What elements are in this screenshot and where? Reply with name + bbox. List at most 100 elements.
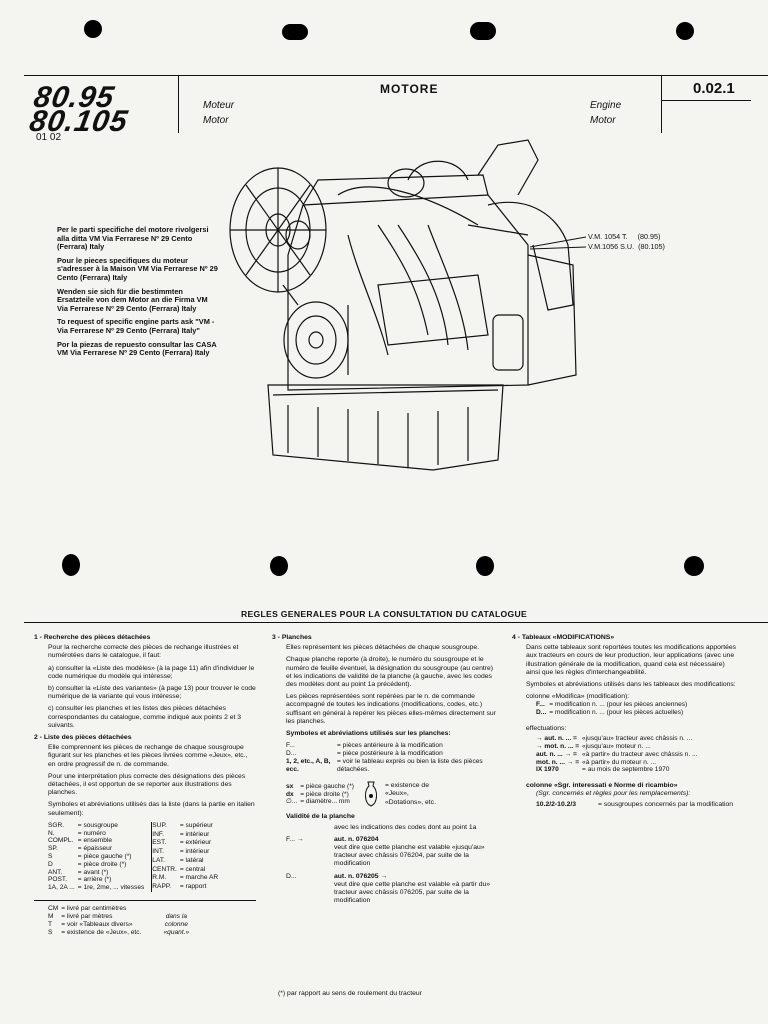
- french-title: Moteur Motor: [203, 98, 234, 128]
- callout-lines: [530, 236, 587, 250]
- french-title-1: Moteur: [203, 100, 235, 111]
- header-divider-right: [661, 75, 662, 133]
- sgr-item: 10.2/2-10.2/3 = sousgroupes concernés pa…: [512, 801, 740, 809]
- section-1-title: 1 - Recherche des pièces détachées: [34, 634, 151, 641]
- abbr-row: 1A, 2A ...= 1re, 2me, ... vitesses: [48, 884, 147, 892]
- quantity-column-note: dans la colonne «quant.»: [163, 913, 190, 937]
- symbol-value: = pièce gauche (*): [300, 782, 354, 790]
- eff-value: = au mois de septembre 1970: [582, 766, 670, 774]
- section-3-p2: Chaque planche reporte (à droite), le nu…: [286, 656, 494, 689]
- abbr-value: = marche AR: [179, 874, 219, 882]
- section-3-p1: Elles représentent les pièces détachées …: [286, 644, 480, 652]
- abbr-row: INF. = intérieur: [152, 831, 222, 840]
- validity-head: aut. n. 076205 →: [334, 872, 388, 880]
- abbr-key: LAT.: [152, 856, 165, 864]
- abbr-key: M: [48, 913, 54, 921]
- plate-validity-intro: avec les indications des codes dont au p…: [334, 823, 477, 831]
- section-2-title: 2 - Liste des pièces détachées: [34, 734, 132, 742]
- abbr-row: D= pièce droite (*): [48, 861, 147, 869]
- abbr-key: T: [48, 921, 53, 929]
- validity-text: veut dire que cette planche est valable …: [334, 880, 491, 905]
- abbr-key: SGR.: [48, 821, 65, 829]
- eff-key: → mot. n. ... =: [536, 743, 580, 751]
- abbr-value: = voir «Tableaux divers»: [61, 921, 133, 929]
- section-1-b: b) consulter la «Liste des variantes» (à…: [48, 685, 256, 701]
- mod-row: D...= modification n. ... (pour les pièc…: [536, 709, 690, 717]
- abbr-value: = intérieur: [179, 830, 210, 838]
- abbr-row: COMPL.= ensemble: [48, 837, 147, 845]
- french-title-2: Motor: [203, 115, 229, 126]
- engine-ref-1-model: V.M. 1054 T.: [588, 232, 628, 241]
- model-logo: 80.95 80.105: [27, 81, 134, 138]
- mod-value: = modification n. ... (pour les pièces a…: [549, 709, 684, 717]
- note-italian: Per le parti specifiche del motore rivol…: [57, 225, 209, 252]
- abbr-row: S= existence de «Jeux», etc.: [48, 929, 144, 937]
- section-1-c: c) consulter les planches et les listes …: [48, 705, 242, 729]
- section-1-a: a) consulter la «Liste des modèles» (à l…: [48, 664, 255, 680]
- abbr-row: LAT.= latéral: [152, 857, 222, 866]
- validity-body: aut. n. 076204 veut dire que cette planc…: [334, 836, 498, 869]
- abbr-value: = supérieur: [179, 821, 213, 829]
- rules-rule: [24, 622, 768, 623]
- engine-illustration: [229, 139, 577, 471]
- modification-column-title: colonne «Modifica» (modification):: [526, 693, 630, 701]
- abbr-value: = pièce gauche (*): [77, 853, 132, 861]
- plate-validity-title: Validité de la planche: [286, 813, 355, 821]
- english-title: Engine Motor: [590, 98, 621, 128]
- validity-text: veut dire que cette planche est valable …: [334, 844, 485, 868]
- engine-ref-2-version: (80.105): [638, 242, 665, 251]
- symbol-key: dx: [286, 790, 294, 798]
- section-2-p3: Symboles et abréviations utilisés das la…: [48, 801, 255, 817]
- english-title-1: Engine: [590, 100, 622, 111]
- binder-hole-8: [684, 556, 704, 576]
- abbreviations-right: SUP.= supérieur INF.= intérieur EST.= ex…: [151, 821, 222, 893]
- binder-hole-3: [470, 22, 496, 40]
- eff-key: → aut. n. ... =: [536, 735, 577, 743]
- sgr-value: = sousgroupes concernés par la modificat…: [598, 800, 734, 808]
- eff-row: IX 1970= au mois de septembre 1970: [536, 766, 701, 774]
- abbr-value: = livré par mètres: [61, 913, 113, 921]
- section-1-intro: Pour la recherche correcte des pièces de…: [48, 644, 239, 660]
- abbr-value: = 1re, 2me, ... vitesses: [77, 884, 145, 892]
- symbol-key: sx: [286, 782, 294, 790]
- rules-title: REGLES GENERALES POUR LA CONSULTATION DU…: [240, 609, 528, 619]
- abbr-value: = pièce droite (*): [77, 860, 127, 868]
- abbr-value: = ensemble: [77, 837, 113, 845]
- abbr-key: CM: [48, 905, 59, 913]
- rules-column-3: 4 - Tableaux «MODIFICATIONS» Dans cette …: [512, 634, 740, 809]
- abbr-key: R.M.: [152, 874, 167, 882]
- side-symbols: sx= pièce gauche (*) dx= pièce droite (*…: [286, 783, 357, 806]
- binder-hole-2: [282, 24, 308, 40]
- abbr-value: = extérieur: [179, 839, 212, 847]
- section-3-p4: Symboles et abréviations utilisés sur le…: [286, 730, 451, 738]
- symbol-key: ∅...: [286, 798, 298, 806]
- eff-row: → aut. n. ... =«jusqu'au» tracteur avec …: [536, 735, 701, 743]
- binder-hole-1: [84, 20, 102, 38]
- abbr-value: = intérieur: [179, 848, 210, 856]
- header-rule: [24, 75, 768, 76]
- abbreviations-left: SGR.= sousgroupe N.= numéro COMPL.= ense…: [48, 822, 147, 892]
- validity-key: F... →: [286, 835, 304, 843]
- abbr-key: POST.: [48, 876, 68, 884]
- mod-value: = modification n. ... (pour les pièces a…: [549, 701, 688, 709]
- abbr-row: ANT.= avant (*): [48, 869, 147, 877]
- sgr-column-title: colonne «Sgr. interessati e Norme di ric…: [526, 782, 678, 790]
- abbr-key: INF.: [152, 830, 165, 838]
- abbr-row: SGR.= sousgroupe: [48, 822, 147, 830]
- abbr-key: SP.: [48, 845, 58, 853]
- section-2-p2: Pour une interprétation plus correcte de…: [48, 772, 246, 797]
- eff-row: mot. n. ... → =«à partir» du moteur n. .…: [536, 759, 701, 767]
- model-code: 01 02: [36, 132, 62, 143]
- note-german: Wenden sie sich für die bestimmten Ersat…: [57, 286, 208, 313]
- sgr-key: 10.2/2-10.2/3: [536, 800, 577, 808]
- abbr-row: SP.= épaisseur: [48, 845, 147, 853]
- abbreviation-tables: SGR.= sousgroupe N.= numéro COMPL.= ense…: [34, 821, 256, 893]
- eff-key: mot. n. ... → =: [536, 758, 580, 766]
- symbol-key: F...: [286, 742, 295, 750]
- header-divider-left: [178, 75, 179, 133]
- quantity-symbols: CM= livré par centimètres M = livré par m…: [34, 900, 256, 938]
- engine-ref-2: V.M.1056 S.U. (80.105): [588, 242, 665, 252]
- symbol-row: 1, 2, etc., A, B, ecc.= voir le tableau …: [286, 758, 498, 774]
- abbr-value: = central: [179, 865, 206, 873]
- abbr-value: = livré par centimètres: [61, 905, 127, 913]
